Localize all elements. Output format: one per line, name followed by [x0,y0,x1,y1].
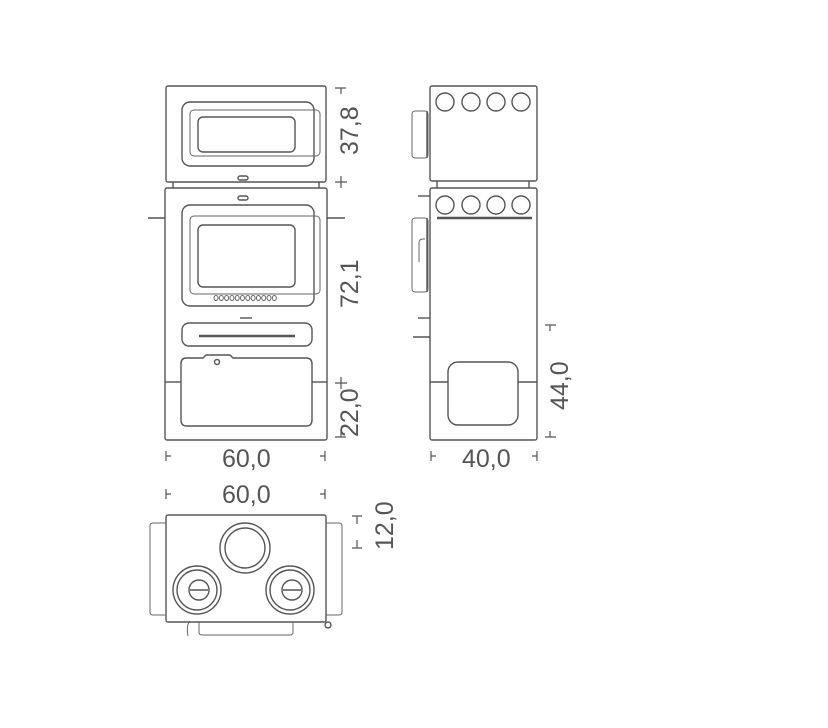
side-vent-circle [511,92,531,112]
side-handle-oven [411,217,429,293]
dim-oven-height: 72,1 [336,259,364,308]
dim-side-lower-height: 44,0 [546,361,574,410]
dim-front-width: 60,0 [222,445,271,473]
control-dot [271,295,277,301]
front-view: 37,8 72,1 22,0 60,0 [148,85,364,473]
control-dot [234,295,240,301]
ash-box-side [447,361,519,426]
dim-side-depth: 40,0 [462,445,511,473]
side-vent-circle [511,195,531,215]
control-dot [218,295,224,301]
side-vent-circle [461,92,481,112]
control-dot [224,295,230,301]
dim-top-offset: 12,0 [371,501,399,550]
side-vent-circle [435,195,455,215]
control-dot [266,295,272,301]
control-dot [213,295,219,301]
top-view: 60,0 12,0 [149,481,399,637]
oven-unit [148,187,345,441]
control-dot [250,295,256,301]
control-dot [261,295,267,301]
side-vent-circle [486,92,506,112]
side-vent-circle [486,195,506,215]
side-vent-circle [435,92,455,112]
ash-box [180,354,313,427]
oven-window [197,224,296,288]
control-dot [229,295,235,301]
dim-top-width: 60,0 [222,481,271,509]
side-vent-circle [461,195,481,215]
oven-door [181,204,315,307]
door-handle [189,215,321,295]
dim-base-height: 22,0 [336,388,364,437]
burner-left [172,565,222,615]
control-dots [213,295,277,301]
control-dot [245,295,251,301]
side-view: 44,0 40,0 [411,85,574,473]
burner-right [265,565,315,615]
side-handle-top [411,110,429,159]
control-dot [240,295,245,301]
dim-top-height: 37,8 [336,106,364,155]
control-dot [255,295,261,301]
drawer [181,322,313,347]
top-warming-unit [165,85,327,183]
